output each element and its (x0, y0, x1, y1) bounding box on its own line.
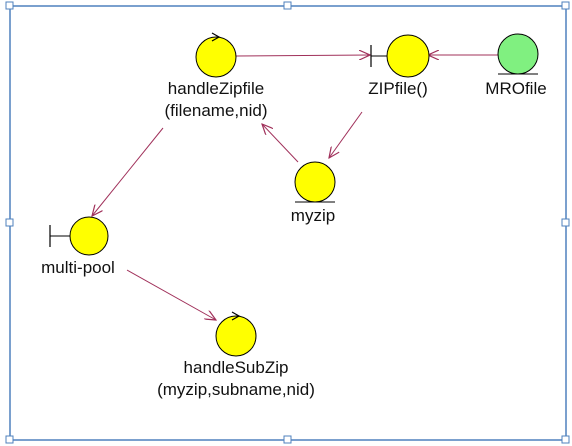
node-label-line-2: (filename,nid) (165, 101, 268, 120)
control-node-handlezipfile[interactable]: handleZipfile (filename,nid) (165, 32, 268, 120)
boundary-circle (386, 34, 430, 78)
edge-handlezipfile-to-multipool[interactable] (92, 127, 164, 216)
control-node-handlesubzip[interactable]: handleSubZip (myzip,subname,nid) (157, 311, 315, 399)
boundary-node-multipool[interactable]: multi-pool (41, 216, 115, 277)
handle-bottom-middle[interactable] (283, 435, 292, 444)
boundary-node-zipfile[interactable]: ZIPfile() (368, 34, 430, 98)
node-label-line-1: handleZipfile (168, 79, 264, 98)
node-label-line-1: ZIPfile() (368, 79, 428, 98)
entity-circle (294, 161, 336, 203)
handle-bottom-right[interactable] (561, 435, 570, 444)
edge-handlezipfile-to-zipfile[interactable] (235, 55, 370, 56)
boundary-circle (69, 216, 109, 256)
node-label-line-2: (myzip,subname,nid) (157, 380, 315, 399)
edge-multipool-to-handlesubzip[interactable] (126, 269, 216, 320)
selection-handles[interactable] (5, 1, 570, 444)
node-label-line-1: handleSubZip (184, 358, 289, 377)
edge-zipfile-to-myzip[interactable] (329, 111, 363, 158)
handle-top-left[interactable] (5, 1, 14, 10)
edges (92, 55, 498, 320)
control-circle (195, 36, 237, 78)
handle-top-middle[interactable] (283, 1, 292, 10)
handle-middle-right[interactable] (561, 218, 570, 227)
node-label-line-1: multi-pool (41, 258, 115, 277)
handle-bottom-left[interactable] (5, 435, 14, 444)
control-circle (215, 315, 257, 357)
control-arrow-icon (231, 311, 241, 321)
entity-node-mrofile[interactable]: MROfile (485, 33, 547, 98)
edge-myzip-to-handlezipfile[interactable] (262, 124, 299, 163)
handle-top-right[interactable] (561, 1, 570, 10)
entity-node-myzip[interactable]: myzip (291, 161, 336, 225)
node-label-line-1: myzip (291, 206, 335, 225)
entity-circle (497, 33, 539, 75)
control-arrow-icon (211, 32, 221, 42)
node-label-line-1: MROfile (485, 79, 546, 98)
handle-middle-left[interactable] (5, 218, 14, 227)
